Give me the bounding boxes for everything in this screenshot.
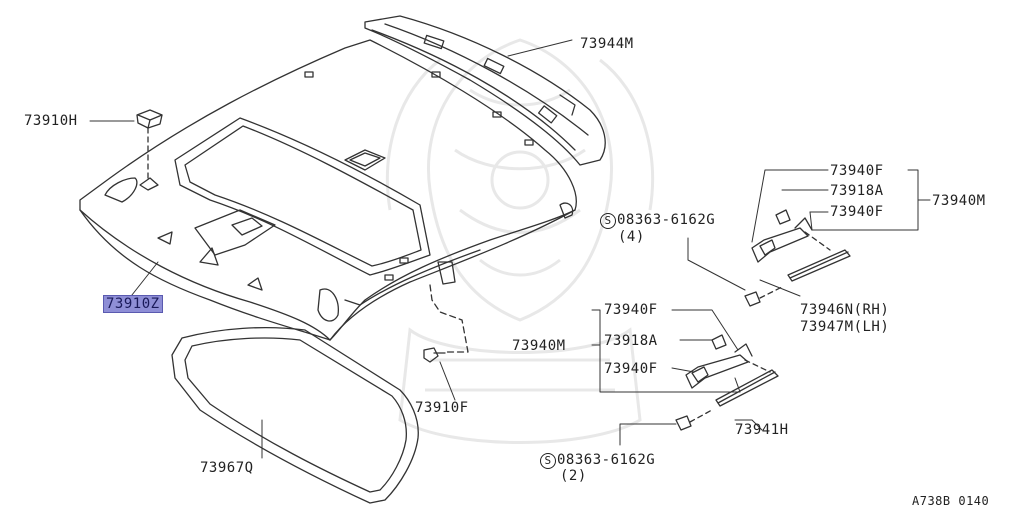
special-bolt-symbol: S <box>600 213 616 229</box>
label-73940F-upper-1[interactable]: 73940F <box>830 163 884 179</box>
headlining-73910Z <box>79 39 577 341</box>
label-73910F[interactable]: 73910F <box>415 400 469 416</box>
label-bolt-lower-qty: (2) <box>560 468 587 484</box>
label-73910Z-highlighted[interactable]: 73910Z <box>103 295 163 313</box>
label-73910H[interactable]: 73910H <box>24 113 78 129</box>
clip-73910F <box>423 261 469 363</box>
label-73940M-lower[interactable]: 73940M <box>512 338 566 354</box>
label-bolt-upper-qty: (4) <box>618 229 645 245</box>
label-73918A-upper[interactable]: 73918A <box>830 183 884 199</box>
leader-lines <box>89 39 931 459</box>
label-73918A-lower[interactable]: 73918A <box>604 333 658 349</box>
label-73946N[interactable]: 73946N(RH) <box>800 302 890 318</box>
bolt-upper-number: 08363-6162G <box>617 212 716 228</box>
bracket-assembly-73940M-lower <box>675 334 779 431</box>
bolt-lower-number: 08363-6162G <box>557 452 656 468</box>
figure-code: A738B 0140 <box>912 494 990 508</box>
label-73967Q[interactable]: 73967Q <box>200 460 254 476</box>
label-73940M-upper[interactable]: 73940M <box>932 193 986 209</box>
label-73940F-upper-2[interactable]: 73940F <box>830 204 884 220</box>
label-73941H[interactable]: 73941H <box>735 422 789 438</box>
retainer-73910H <box>136 109 163 191</box>
label-73940F-lower-1[interactable]: 73940F <box>604 302 658 318</box>
weatherstrip-73967Q <box>171 326 419 504</box>
label-73940F-lower-2[interactable]: 73940F <box>604 361 658 377</box>
bracket-assembly-73940M-upper <box>744 209 851 307</box>
label-73947M[interactable]: 73947M(LH) <box>800 319 890 335</box>
watermark-emblem <box>386 38 654 444</box>
label-73944M[interactable]: 73944M <box>580 36 634 52</box>
roof-rail-73944M <box>364 15 606 166</box>
special-bolt-symbol: S <box>540 453 556 469</box>
